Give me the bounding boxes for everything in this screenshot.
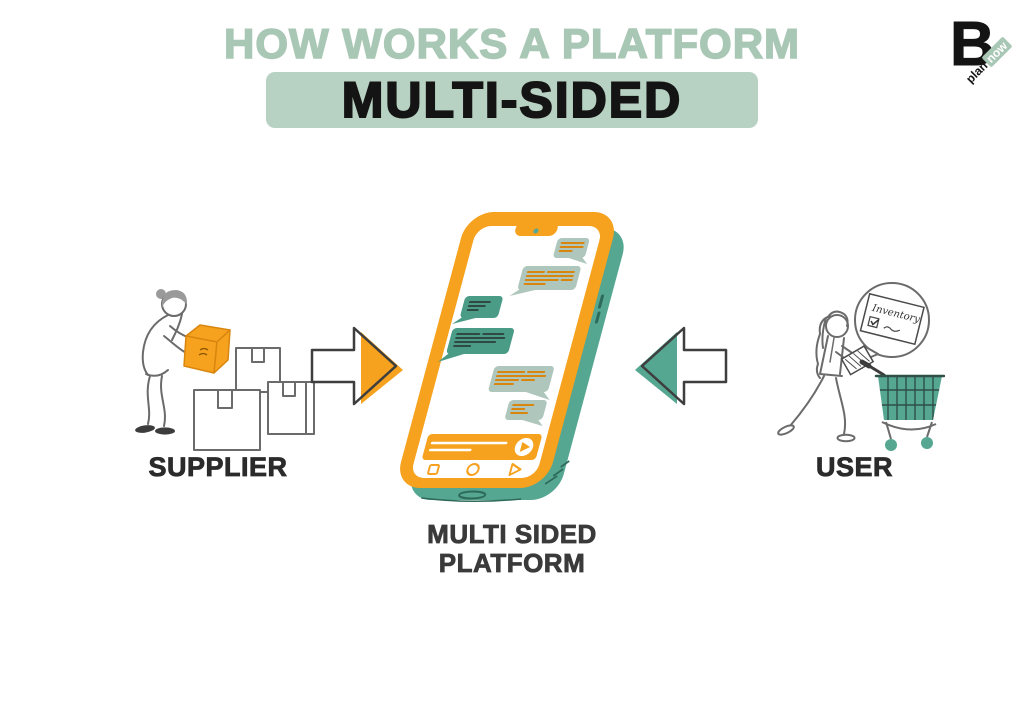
platform-label-line2: PLATFORM — [438, 548, 586, 578]
supplier-label: SUPPLIER — [148, 452, 288, 483]
chat-bubble-received-3 — [488, 366, 554, 400]
chat-bubble-sent-1 — [451, 296, 503, 324]
phone-nav-bar — [427, 463, 522, 476]
charging-port-icon — [458, 490, 487, 500]
shopping-cart-icon — [859, 359, 945, 451]
camera-dot-icon — [533, 228, 539, 234]
chat-bubble-received-1 — [553, 238, 590, 264]
arrow-supplier-to-platform-icon — [310, 326, 403, 406]
nav-circle-icon — [466, 463, 480, 476]
platform-label-line1: MULTI SIDED — [427, 519, 597, 549]
page-title-top: HOW WORKS A PLATFORM — [223, 19, 801, 68]
shopping-list-icon — [840, 345, 875, 376]
volume-buttons-icon — [594, 294, 605, 324]
platform-illustration — [400, 212, 624, 503]
chat-bubble-received-4 — [505, 400, 547, 426]
user-person — [777, 310, 871, 443]
page-title-main: MULTI-SIDED — [341, 72, 683, 128]
supplier-person — [135, 289, 191, 435]
parcel-stack-icon — [193, 347, 315, 451]
supplier-illustration — [135, 289, 315, 451]
chat-bubble-received-2 — [509, 266, 581, 296]
message-input-bar — [422, 434, 542, 460]
platform-label: MULTI SIDED PLATFORM — [392, 519, 632, 578]
logo-letter: B — [950, 10, 996, 79]
brand-logo: B plannow — [942, 10, 1024, 98]
user-illustration: Inventory — [777, 282, 945, 451]
nav-square-icon — [427, 464, 440, 475]
arrow-user-to-platform-icon — [635, 326, 728, 406]
nav-triangle-icon — [508, 463, 522, 476]
chat-bubble-sent-2 — [437, 328, 514, 362]
orange-box-icon — [183, 324, 231, 374]
checkbox-checked-icon — [867, 315, 880, 329]
title-highlight-bar: MULTI-SIDED — [266, 72, 758, 128]
inventory-speech-bubble: Inventory — [849, 282, 930, 367]
user-label: USER — [815, 452, 893, 483]
